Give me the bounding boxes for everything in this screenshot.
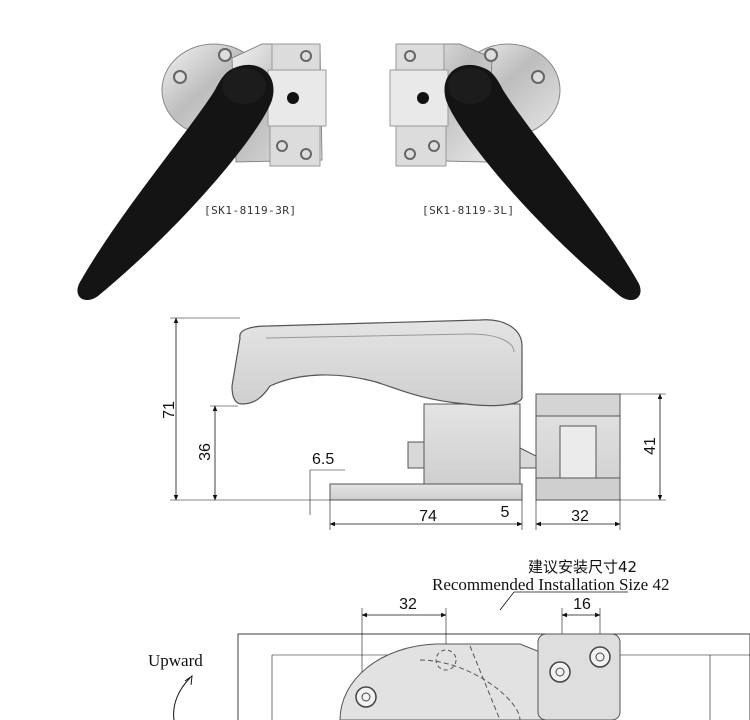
handle-photo-left — [389, 43, 641, 301]
dim-36: 36 — [197, 443, 214, 461]
caption-3r: [SK1-8119-3R] — [204, 204, 297, 217]
installation-drawing: 建议安装尺寸42 Recommended Installation Size 4… — [148, 558, 750, 720]
dim-41: 41 — [642, 437, 659, 455]
handle-photo-right — [77, 43, 327, 301]
side-view-drawing: 71 36 6.5 74 5 32 41 — [161, 317, 666, 530]
dim-71: 71 — [161, 401, 178, 419]
dim-32-side: 32 — [571, 508, 589, 525]
caption-3l: [SK1-8119-3L] — [422, 204, 515, 217]
dim-32-install: 32 — [399, 596, 417, 613]
install-title-en: Recommended Installation Size 42 — [432, 575, 669, 594]
upward-label: Upward — [148, 651, 203, 670]
dim-5: 5 — [501, 504, 510, 521]
dim-74: 74 — [419, 508, 437, 525]
install-title-cn: 建议安装尺寸42 — [528, 558, 637, 576]
dim-16: 16 — [573, 596, 591, 613]
dim-6-5: 6.5 — [312, 451, 334, 468]
